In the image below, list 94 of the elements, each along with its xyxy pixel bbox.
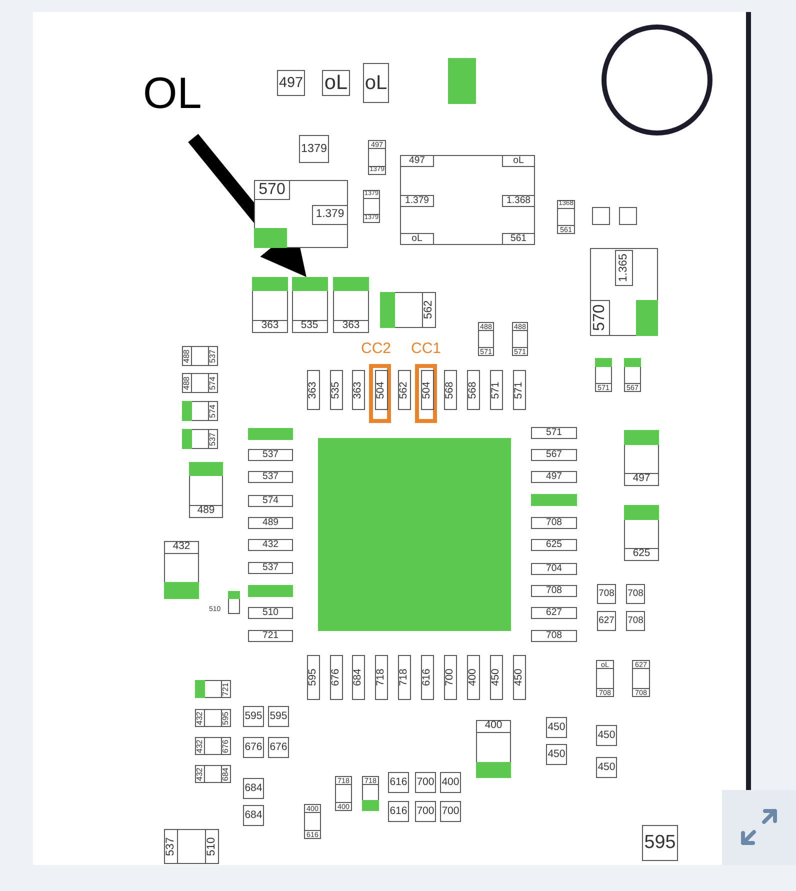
value-label: 568 [467, 370, 480, 410]
value-label: 510 [248, 607, 293, 619]
mounting-hole [601, 24, 713, 136]
value-label: 676 [330, 655, 343, 700]
value-label: 537 [248, 562, 293, 574]
value-label: 363 [352, 370, 365, 410]
value-label: oL [502, 155, 535, 167]
value-label: 721 [221, 680, 231, 698]
value-label: 595 [307, 655, 320, 700]
value-label: 684 [243, 778, 264, 799]
value-label: 450 [546, 744, 567, 765]
value-label: 676 [243, 737, 264, 758]
value-label: 595 [268, 706, 289, 727]
value-label: 574 [208, 401, 218, 421]
pin-label: CC1 [411, 341, 442, 356]
value-label: 571 [513, 370, 526, 410]
value-label: 450 [490, 655, 503, 700]
value-label: 450 [596, 725, 617, 746]
value-label: 568 [444, 370, 457, 410]
value-label: 1.368 [502, 195, 535, 207]
value-label: 450 [513, 655, 526, 700]
value-label: 497 [531, 471, 577, 483]
value-label: 450 [546, 717, 567, 738]
value-label: 574 [248, 495, 293, 507]
value-label: 718 [375, 655, 388, 700]
value-label: 595 [642, 825, 678, 861]
value-label: 708 [626, 584, 645, 604]
value-label: 708 [531, 517, 577, 529]
value-label: 432 [248, 539, 293, 551]
value-label: 432 [195, 709, 205, 727]
value-label: 400 [476, 720, 511, 733]
value-label: 700 [444, 655, 457, 700]
callout-text: OL [143, 72, 202, 116]
value-label: 684 [243, 805, 264, 826]
value-label: 488 [182, 373, 192, 393]
value-label: 570 [254, 180, 290, 200]
value-label: 708 [531, 585, 577, 597]
value-label: 537 [208, 346, 218, 366]
value-label: 535 [330, 370, 343, 410]
value-label: oL [400, 233, 434, 245]
value-label: 363 [307, 370, 320, 410]
value-label: 704 [531, 563, 577, 575]
value-label: 537 [248, 471, 293, 483]
value-label: 562 [398, 370, 411, 410]
value-label: oL [322, 70, 350, 96]
value-label: 684 [221, 765, 231, 783]
value-label: 450 [596, 757, 617, 778]
value-label: 616 [388, 772, 409, 793]
value-label: 627 [597, 611, 616, 631]
value-label: 537 [164, 829, 178, 864]
value-label: 432 [195, 765, 205, 783]
value-label: 627 [531, 607, 577, 619]
value-label: 432 [195, 737, 205, 755]
value-label: 432 [164, 541, 199, 554]
value-label: 595 [243, 706, 264, 727]
value-label: 571 [490, 370, 503, 410]
value-label: 718 [398, 655, 411, 700]
value-label: 684 [352, 655, 365, 700]
value-label: 504 [375, 370, 388, 410]
value-label: 561 [502, 233, 535, 245]
value-label: 497 [277, 70, 305, 96]
value-label: 595 [221, 709, 231, 727]
value-label: oL [363, 63, 389, 103]
value-label: 537 [208, 429, 218, 449]
value-label: 488 [182, 346, 192, 366]
value-label: 1.379 [312, 205, 348, 225]
value-label: 708 [597, 584, 616, 604]
value-label: 504 [421, 370, 434, 410]
value-label: 574 [208, 373, 218, 393]
value-label: 489 [248, 517, 293, 529]
value-label: 676 [221, 737, 231, 755]
component-outline [292, 277, 328, 333]
value-label: 400 [440, 772, 461, 793]
value-label: 1.365 [615, 250, 633, 286]
value-label: 616 [388, 801, 409, 822]
value-label: 400 [467, 655, 480, 700]
value-label: 676 [268, 737, 289, 758]
value-label: 497 [400, 155, 434, 167]
value-label: 700 [440, 801, 461, 822]
value-label: 708 [531, 630, 577, 642]
value-label: 537 [248, 449, 293, 461]
value-label: 708 [626, 611, 645, 631]
value-label: 571 [531, 427, 577, 439]
value-label: 1379 [299, 135, 329, 163]
value-label: 721 [248, 630, 293, 642]
value-label: 625 [531, 539, 577, 551]
value-label: 567 [531, 449, 577, 461]
value-label: 616 [421, 655, 434, 700]
value-label: 700 [415, 801, 436, 822]
value-label: 570 [590, 300, 610, 336]
value-label: 1.379 [400, 195, 434, 207]
value-label: 700 [415, 772, 436, 793]
thermal-pad [318, 438, 511, 631]
pin-label: CC2 [361, 341, 392, 356]
